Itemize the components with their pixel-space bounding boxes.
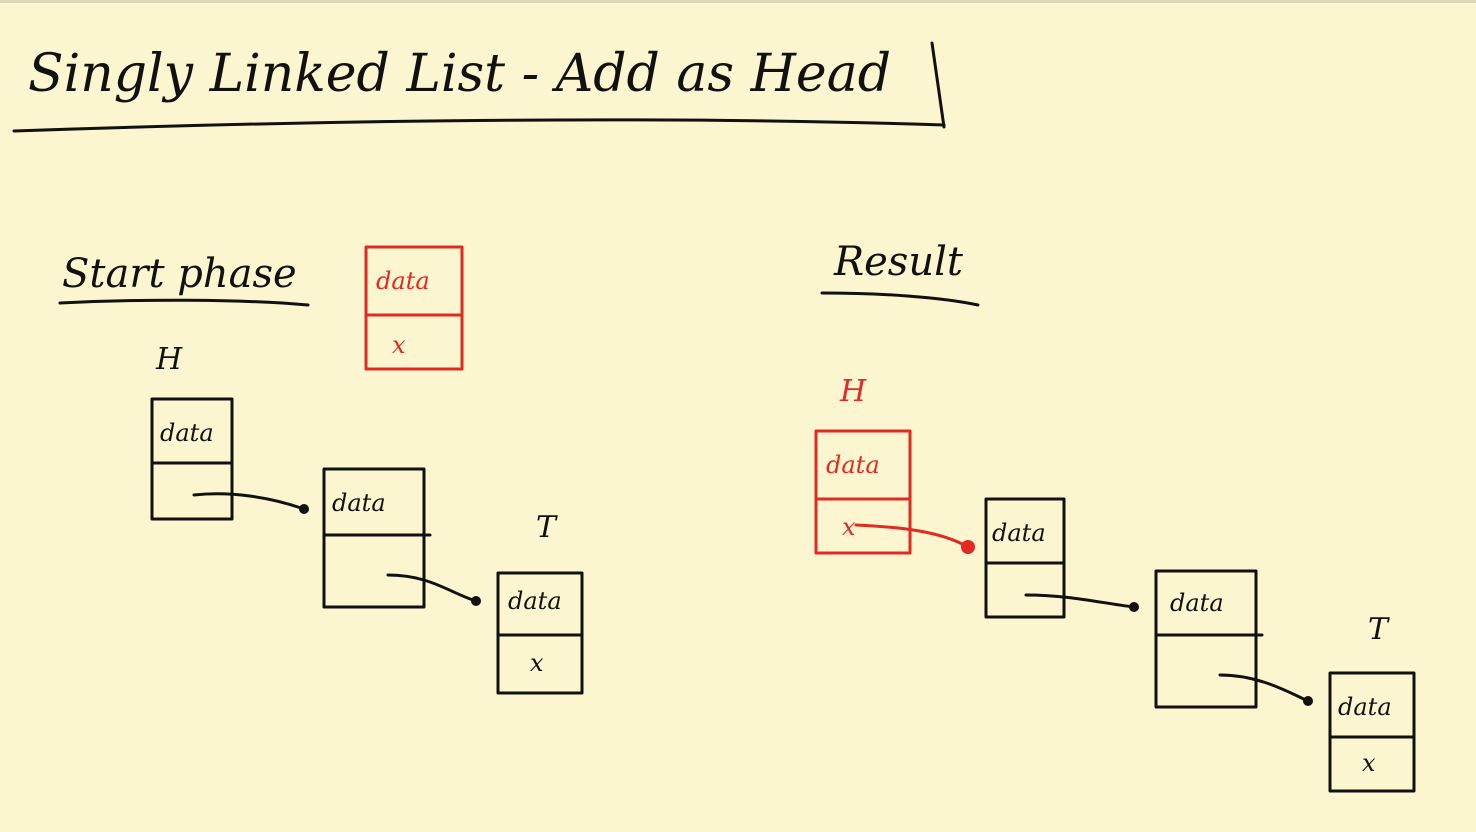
result-node-3-next: x bbox=[1362, 749, 1376, 777]
start-link-2 bbox=[386, 573, 481, 606]
result-node-2-data: data bbox=[1170, 589, 1224, 617]
result-node-1-data: data bbox=[992, 519, 1046, 547]
result-heading: Result bbox=[833, 239, 964, 285]
result-tail-label: T bbox=[1368, 612, 1390, 647]
result-head-label: H bbox=[839, 374, 867, 409]
start-node-3-data: data bbox=[508, 587, 562, 615]
start-new-node-data: data bbox=[376, 267, 430, 295]
result-new-link bbox=[854, 523, 975, 554]
start-new-node-next: x bbox=[392, 331, 406, 359]
start-heading: Start phase bbox=[62, 251, 297, 297]
start-node-2: data bbox=[322, 467, 432, 609]
start-heading-underline bbox=[58, 298, 310, 307]
title-underline bbox=[12, 118, 946, 133]
start-node-3-box bbox=[496, 571, 584, 695]
result-node-3-box bbox=[1328, 671, 1416, 793]
start-tail-label: T bbox=[536, 510, 558, 545]
result-node-2-box bbox=[1154, 569, 1258, 709]
result-node-2: data bbox=[1154, 569, 1264, 709]
start-node-1-box bbox=[150, 397, 234, 521]
start-node-3-next: x bbox=[530, 649, 544, 677]
result-link-2 bbox=[1218, 673, 1313, 706]
result-heading-underline bbox=[820, 291, 980, 307]
start-node-2-data: data bbox=[332, 489, 386, 517]
start-node-2-box bbox=[322, 467, 426, 609]
start-node-3: data x bbox=[496, 571, 584, 695]
start-new-node-box bbox=[364, 245, 464, 371]
start-node-1: data bbox=[150, 397, 234, 521]
result-node-3: data x bbox=[1328, 671, 1416, 793]
diagram-svg: Singly Linked List - Add as Head Start p… bbox=[12, 41, 1416, 793]
result-new-node: data x bbox=[814, 429, 912, 555]
result-new-node-box bbox=[814, 429, 912, 555]
page-title: Singly Linked List - Add as Head bbox=[28, 44, 891, 104]
result-node-1: data bbox=[984, 497, 1066, 619]
start-link-1 bbox=[192, 492, 309, 514]
start-node-1-data: data bbox=[160, 419, 214, 447]
title-bar bbox=[930, 41, 946, 129]
result-new-node-data: data bbox=[826, 451, 880, 479]
result-node-3-data: data bbox=[1338, 693, 1392, 721]
result-node-1-box bbox=[984, 497, 1066, 619]
result-new-node-next: x bbox=[842, 513, 856, 541]
start-head-label: H bbox=[155, 342, 183, 377]
result-link-1 bbox=[1024, 593, 1139, 612]
start-new-node: data x bbox=[364, 245, 464, 371]
